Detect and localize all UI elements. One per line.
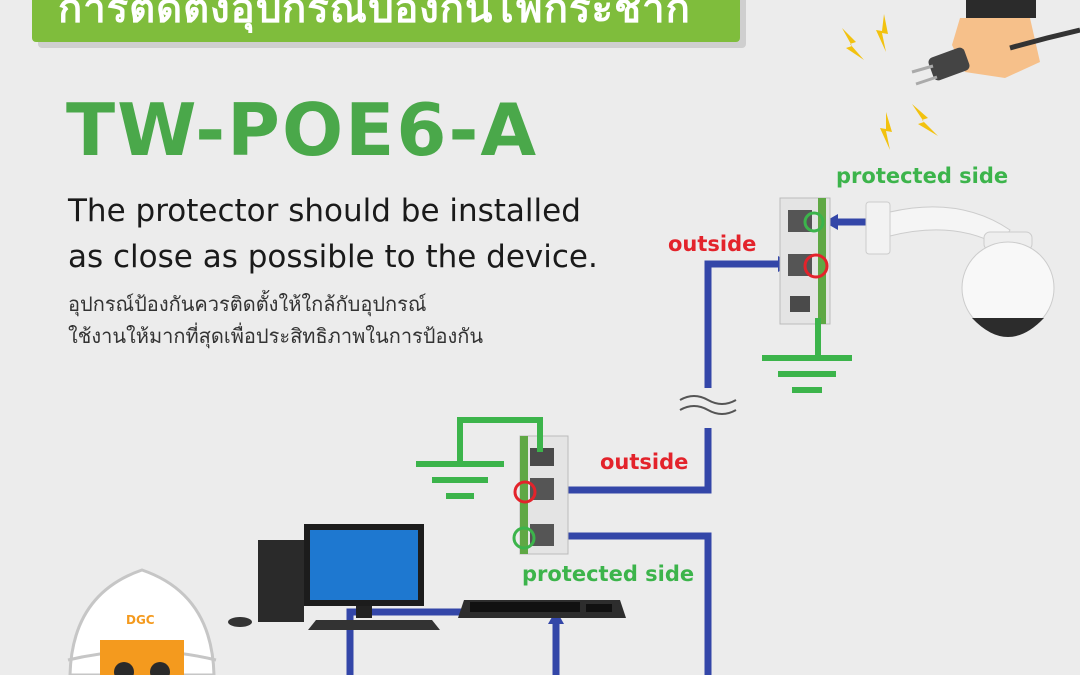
upper-outside-label: outside — [668, 232, 757, 256]
english-line-1: The protector should be installed — [68, 193, 581, 229]
mascot-icon — [67, 568, 217, 675]
english-description: The protector should be installed as clo… — [68, 188, 628, 280]
ground-symbol-icon — [762, 318, 852, 393]
model-name: TW-POE6-A — [66, 88, 539, 172]
lower-outside-label: outside — [600, 450, 689, 474]
cable-lines — [346, 218, 866, 675]
helmet-text: DGC — [126, 613, 155, 627]
upper-protected-side-label: protected side — [836, 164, 1009, 188]
computer-icon — [228, 524, 440, 630]
cctv-camera-icon — [865, 201, 1055, 337]
lightning-bolt-icon — [842, 14, 938, 150]
thai-description: อุปกรณ์ป้องกันควรติดตั้งให้ใกล้กับอุปกรณ… — [68, 288, 588, 352]
upper-protector-device — [779, 197, 831, 325]
english-line-2: as close as possible to the device. — [68, 239, 598, 275]
cable-break-icon — [679, 395, 737, 415]
lower-protector-device — [512, 435, 569, 555]
title-banner: การติดตั้งอุปกรณ์ป้องกันไฟกระชาก — [32, 0, 740, 42]
thai-line-2: ใช้งานให้มากที่สุดเพื่อประสิทธิภาพในการป… — [68, 324, 484, 348]
hand-icon — [952, 0, 1040, 78]
thai-line-1: อุปกรณ์ป้องกันควรติดตั้งให้ใกล้กับอุปกรณ… — [68, 292, 427, 316]
lower-protected-side-label: protected side — [522, 562, 695, 586]
ground-symbol-icon — [416, 417, 543, 499]
plug-icon — [911, 27, 1080, 86]
network-switch-icon — [458, 600, 626, 618]
banner-title: การติดตั้งอุปกรณ์ป้องกันไฟกระชาก — [58, 0, 691, 32]
